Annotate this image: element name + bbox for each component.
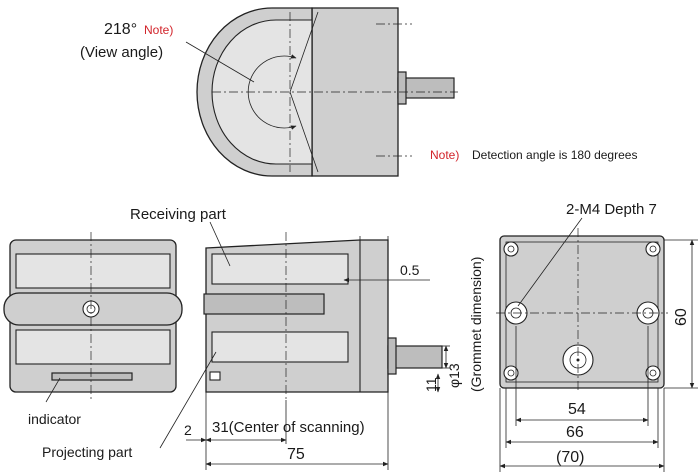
dim-2-text: 2 bbox=[184, 422, 192, 438]
thread-leader bbox=[517, 217, 583, 307]
thread-label: 2-M4 Depth 7 bbox=[566, 201, 657, 218]
angle-caption: (View angle) bbox=[80, 44, 163, 61]
dim-70-text: (70) bbox=[556, 449, 584, 466]
angle-arc bbox=[247, 54, 297, 130]
indicator-leader bbox=[45, 377, 61, 403]
dim-54-text: 54 bbox=[568, 401, 586, 418]
angle-value: 218° bbox=[104, 21, 137, 38]
side-emitter-slot bbox=[209, 371, 221, 381]
dim-05-text: 0.5 bbox=[400, 262, 420, 278]
projecting-leader bbox=[159, 351, 217, 449]
dim-60-text: 60 bbox=[673, 308, 690, 326]
front-lower-window bbox=[15, 329, 171, 365]
receiving-leader bbox=[209, 221, 231, 267]
front-upper-window bbox=[15, 253, 171, 289]
projecting-label: Projecting part bbox=[42, 444, 132, 460]
top-cable-grommet bbox=[397, 71, 407, 105]
corner-screw-tr bbox=[645, 241, 661, 257]
dim-grommet-height: 11 bbox=[423, 377, 439, 392]
dim-grommet-dia: φ13 bbox=[446, 363, 462, 388]
top-view: 218° Note) (View angle) Note) Detection … bbox=[80, 7, 637, 177]
side-receiving-window bbox=[211, 253, 349, 285]
corner-screw-br-inner bbox=[649, 369, 657, 377]
indicator-label: indicator bbox=[28, 411, 81, 427]
side-view: Receiving part Projecting part 0.5 11 φ1… bbox=[42, 206, 484, 470]
note-text: Detection angle is 180 degrees bbox=[472, 148, 637, 162]
receiving-label: Receiving part bbox=[130, 206, 227, 223]
corner-screw-bl-inner bbox=[507, 369, 515, 377]
dim-75-text: 75 bbox=[287, 446, 305, 463]
indicator-window bbox=[51, 372, 133, 381]
note-marker: Note) bbox=[430, 148, 459, 162]
side-projecting-window bbox=[211, 331, 349, 363]
corner-screw-bl bbox=[503, 365, 519, 381]
dim-66-text: 66 bbox=[566, 424, 584, 441]
dim-31-text: 31(Center of scanning) bbox=[212, 419, 365, 436]
front-view: indicator bbox=[3, 232, 183, 427]
angle-note-marker: Note) bbox=[144, 23, 173, 37]
corner-screw-tr-inner bbox=[649, 245, 657, 253]
end-view: 2-M4 Depth 7 54 66 (70) 60 bbox=[496, 201, 698, 472]
corner-screw-br bbox=[645, 365, 661, 381]
grommet-caption: (Grommet dimension) bbox=[468, 257, 484, 392]
corner-screw-tl-inner bbox=[507, 245, 515, 253]
angle-leader bbox=[185, 41, 255, 83]
side-cable-grommet bbox=[387, 337, 397, 375]
side-rail bbox=[203, 293, 325, 315]
corner-screw-tl bbox=[503, 241, 519, 257]
